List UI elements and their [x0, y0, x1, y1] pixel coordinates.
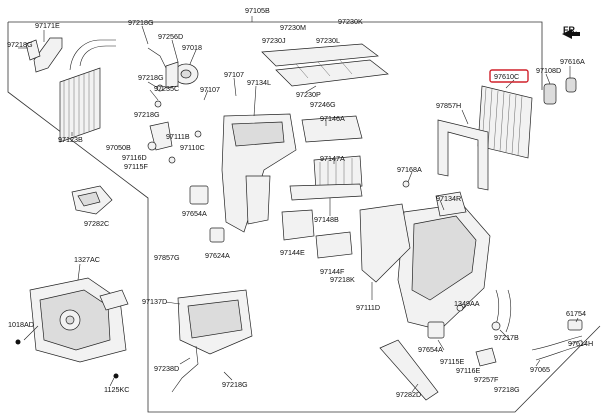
callout-label: 97115F [124, 162, 148, 171]
callout-label: 97116D [122, 153, 147, 162]
callout-label: 97218G [138, 73, 164, 82]
lower-case-part [177, 289, 253, 355]
callout-label: 97110C [180, 143, 205, 152]
highlight-frame [489, 69, 529, 83]
callout-label: 97107 [224, 70, 244, 79]
callout-label: 1125KC [104, 385, 129, 394]
callout-label: 97624A [205, 251, 230, 260]
right-case-part [359, 191, 491, 331]
callout-label: 97146A [320, 114, 345, 123]
callout-label: 97246G [310, 100, 336, 109]
bracket-part [25, 37, 63, 73]
main-callout: 97105B [245, 6, 270, 15]
evaporator-part [477, 77, 577, 159]
callout-label: 97111D [356, 303, 380, 312]
actuator-part [165, 61, 199, 89]
hose-part [171, 289, 587, 401]
filter-frame-part [261, 43, 389, 87]
callout-label: 97168A [397, 165, 422, 174]
callout-label: 97230L [316, 36, 340, 45]
callout-label: 1018AD [8, 320, 34, 329]
seal-part [437, 119, 489, 191]
blower-unit-part [15, 277, 129, 379]
heater-core-part [59, 39, 116, 143]
callout-label: 1349AA [454, 299, 480, 308]
callout-label: 97018 [182, 43, 202, 52]
front-direction-arrow [562, 29, 580, 39]
callout-label: 1327AC [74, 255, 100, 264]
callout-label: 97654A [418, 345, 443, 354]
callout-label: 97230K [338, 17, 363, 26]
duct-part [71, 185, 113, 215]
callout-label: 97282D [396, 390, 421, 399]
callout-label: 97230P [296, 90, 321, 99]
door-part [281, 115, 363, 259]
callout-label: 97148B [314, 215, 339, 224]
callout-label: 97065 [530, 365, 550, 374]
link-part [147, 47, 202, 164]
callout-label: 97654A [182, 209, 207, 218]
callout-label: 97147A [320, 154, 345, 163]
callout-label: 61754 [566, 309, 586, 318]
callout-label: 97218G [134, 110, 160, 119]
callout-label: 97230M [280, 23, 306, 32]
leader-lines [18, 25, 583, 393]
callout-label: 97107 [200, 85, 220, 94]
callout-label: 97050B [106, 143, 131, 152]
callout-label: 97218G [7, 40, 33, 49]
callout-label: 97614H [568, 339, 593, 348]
callout-label: 97218G [222, 380, 248, 389]
direction-label: FR. [563, 25, 578, 35]
callout-label: 97256D [158, 32, 183, 41]
highlighted-callout-label: 97610C [494, 72, 519, 81]
callout-label: 97134L [247, 78, 271, 87]
callout-label: 97217B [494, 333, 519, 342]
callout-label: 97230J [262, 36, 286, 45]
callout-label: 97282C [84, 219, 109, 228]
callout-labels: 97105B FR. 97171E 97218G 97123B 97218G 9… [7, 6, 593, 399]
callout-label: 97857G [154, 253, 180, 262]
callout-label: 97144E [280, 248, 305, 257]
callout-label: 97115E [440, 357, 464, 366]
callout-label: 97134R [436, 194, 461, 203]
callout-label: 97218G [128, 18, 154, 27]
callout-label: 97218G [494, 385, 520, 394]
callout-label: 97235C [154, 84, 179, 93]
drain-part [402, 180, 501, 367]
callout-label: 97238D [154, 364, 179, 373]
callout-label: 97616A [560, 57, 585, 66]
callout-label: 97116E [456, 366, 480, 375]
callout-label: 97108D [536, 66, 561, 75]
callout-label: 97137D [142, 297, 167, 306]
callout-label: 97123B [58, 135, 83, 144]
callout-label: 97218K [330, 275, 355, 284]
callout-label: 97171E [35, 21, 60, 30]
callout-label: 97144F [320, 267, 345, 276]
callout-label: 97111B [166, 132, 190, 141]
gasket-part [189, 185, 445, 339]
callout-label: 97257F [474, 375, 499, 384]
callout-label: 97857H [436, 101, 461, 110]
assembly-frame [7, 16, 601, 413]
left-case-part [221, 113, 297, 233]
